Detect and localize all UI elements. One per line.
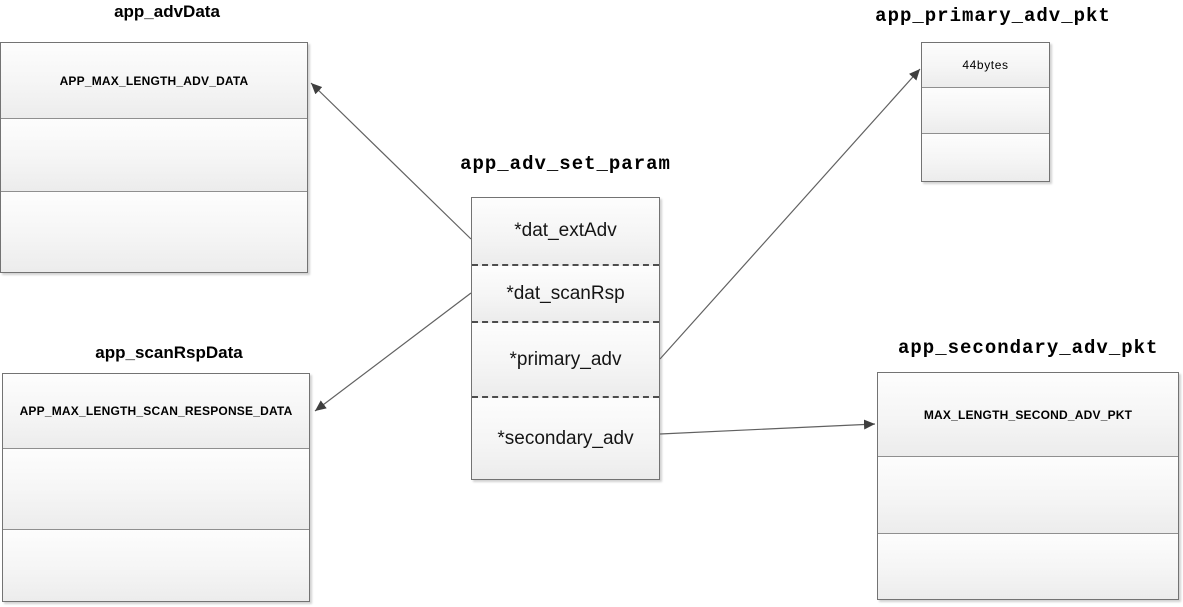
arrow-datextadv-to-appadvdata [310, 82, 472, 240]
struct-box-app-primary-adv-pkt: 44bytes [921, 42, 1050, 182]
struct-row: APP_MAX_LENGTH_ADV_DATA [1, 43, 307, 118]
struct-row [3, 448, 309, 529]
struct-row [1, 191, 307, 272]
struct-box-app-scanrspdata: APP_MAX_LENGTH_SCAN_RESPONSE_DATA [2, 373, 310, 602]
struct-row: *primary_adv [472, 321, 659, 396]
entity-title-app-advdata: app_advData [114, 2, 220, 21]
arrow-datscanrsp-to-appscanrspdata [314, 292, 472, 412]
struct-row: *dat_scanRsp [472, 264, 659, 321]
struct-row: APP_MAX_LENGTH_SCAN_RESPONSE_DATA [3, 374, 309, 448]
struct-box-app-secondary-adv-pkt: MAX_LENGTH_SECOND_ADV_PKT [877, 372, 1179, 600]
struct-box-app-adv-set-param: *dat_extAdv *dat_scanRsp *primary_adv *s… [471, 197, 660, 480]
field-label-secondary-adv: *secondary_adv [497, 427, 634, 449]
field-label-dat-scanrsp: *dat_scanRsp [506, 282, 625, 304]
arrow-secondaryadv-to-appsecondaryadvpkt [659, 419, 876, 435]
struct-row [3, 529, 309, 601]
field-label: APP_MAX_LENGTH_SCAN_RESPONSE_DATA [19, 404, 293, 418]
entity-title-app-adv-set-param: app_adv_set_param [460, 153, 671, 175]
entity-title-app-secondary-adv-pkt: app_secondary_adv_pkt [898, 337, 1159, 359]
field-label: APP_MAX_LENGTH_ADV_DATA [59, 73, 249, 88]
struct-row [878, 456, 1178, 533]
field-label-dat-extadv: *dat_extAdv [514, 220, 617, 241]
struct-row [922, 87, 1049, 133]
field-label-primary-adv: *primary_adv [509, 348, 622, 370]
struct-row [878, 533, 1178, 599]
struct-row: *dat_extAdv [472, 198, 659, 264]
struct-row: *secondary_adv [472, 396, 659, 479]
struct-row [1, 118, 307, 191]
entity-title-app-primary-adv-pkt: app_primary_adv_pkt [875, 5, 1111, 27]
struct-row: MAX_LENGTH_SECOND_ADV_PKT [878, 373, 1178, 456]
field-label: 44bytes [962, 58, 1009, 72]
arrow-primaryadv-to-appprimaryadvpkt [659, 68, 921, 360]
entity-title-app-scanrspdata: app_scanRspData [95, 343, 243, 362]
struct-row [922, 133, 1049, 181]
struct-row: 44bytes [922, 43, 1049, 87]
struct-box-app-advdata: APP_MAX_LENGTH_ADV_DATA [0, 42, 308, 273]
field-label: MAX_LENGTH_SECOND_ADV_PKT [923, 407, 1133, 422]
